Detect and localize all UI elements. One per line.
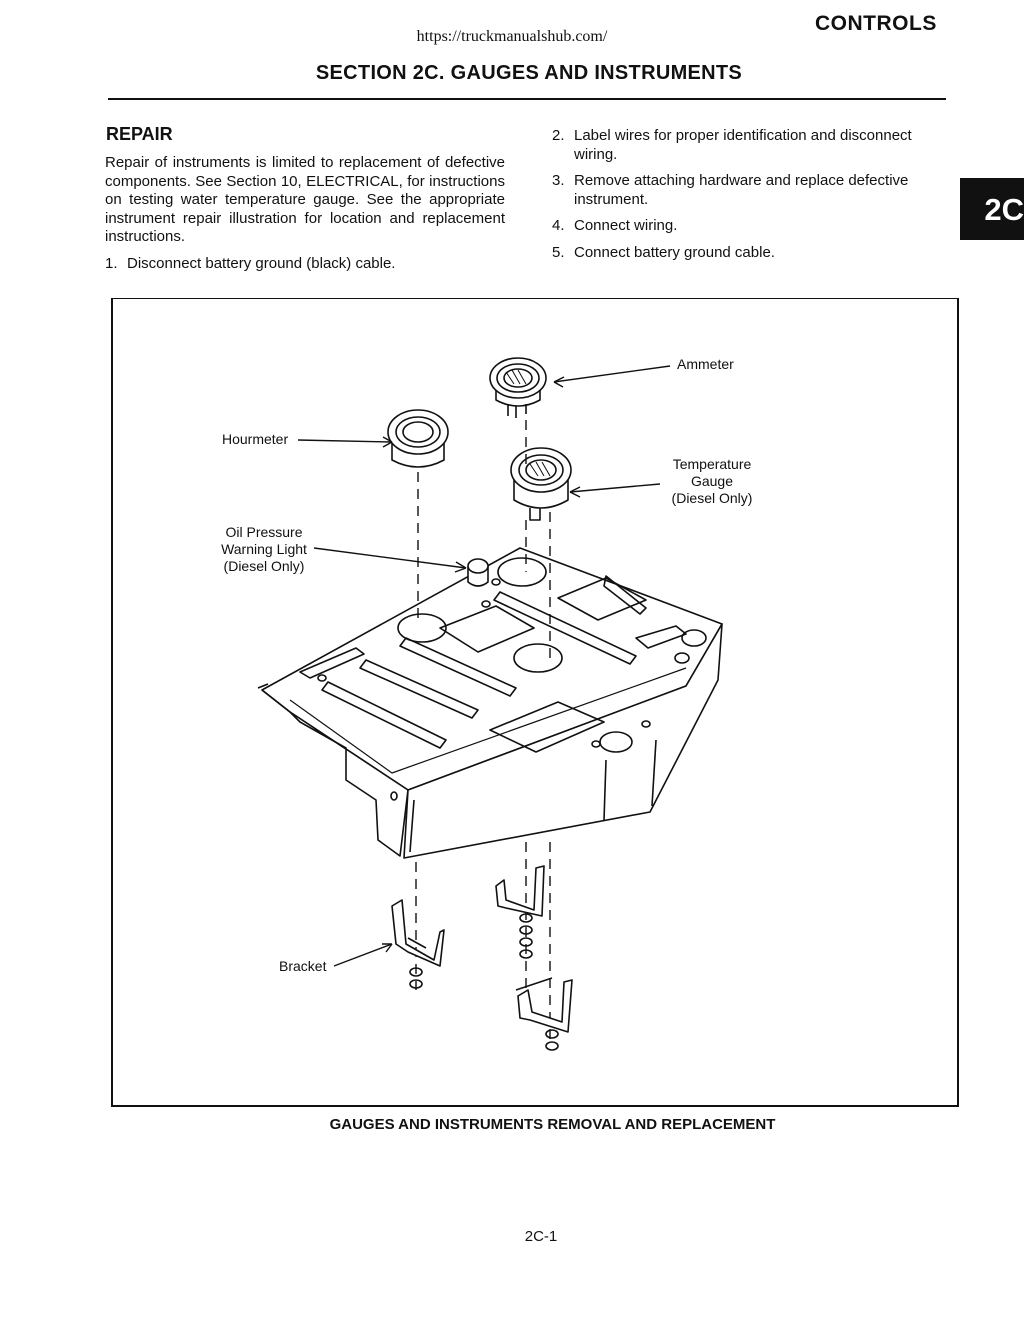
step-number: 5. xyxy=(552,244,565,261)
fastener-stack xyxy=(409,913,559,1051)
bracket-center xyxy=(495,865,545,917)
side-tab: 2C xyxy=(960,178,1024,240)
label-ammeter: Ammeter xyxy=(677,356,734,372)
label-bracket: Bracket xyxy=(279,958,327,974)
gauge-hole xyxy=(513,643,563,673)
step-number: 2. xyxy=(552,127,565,144)
panel-opening xyxy=(439,605,535,653)
step-5: 5. Connect battery ground cable. xyxy=(552,244,954,264)
panel-slot xyxy=(321,681,447,749)
label-temperature-gauge: Temperature Gauge (Diesel Only) xyxy=(662,456,762,507)
page-title: SECTION 2C. GAUGES AND INSTRUMENTS xyxy=(315,62,743,84)
figure-frame xyxy=(111,298,959,1107)
panel-slot xyxy=(493,591,637,665)
ammeter-gauge xyxy=(489,357,547,418)
temperature-gauge xyxy=(510,447,572,521)
label-line: Gauge xyxy=(690,473,734,489)
panel-opening xyxy=(299,647,365,679)
section-tag: CONTROLS xyxy=(815,12,937,35)
gauge-hole xyxy=(681,629,707,647)
panel-slot xyxy=(603,575,647,615)
step-2: 2. Label wires for proper identification… xyxy=(552,127,954,167)
label-line: Oil Pressure xyxy=(225,524,303,540)
bracket-left xyxy=(391,899,445,967)
label-line: Temperature xyxy=(672,456,752,472)
step-number: 3. xyxy=(552,172,565,189)
step-number: 4. xyxy=(552,217,565,234)
step-3: 3. Remove attaching hardware and replace… xyxy=(552,172,954,212)
panel-opening xyxy=(489,701,605,753)
page-number: 2C-1 xyxy=(524,1228,558,1245)
repair-intro: Repair of instruments is limited to repl… xyxy=(105,154,505,245)
label-line: (Diesel Only) xyxy=(671,490,753,506)
panel-opening xyxy=(557,577,647,621)
panel-slot xyxy=(359,659,479,719)
label-oil-pressure: Oil Pressure Warning Light (Diesel Only) xyxy=(212,524,316,575)
step-text: Connect battery ground cable. xyxy=(574,244,775,261)
leader-hourmeter xyxy=(297,439,393,443)
leader-temperature xyxy=(569,483,661,493)
leader-ammeter xyxy=(553,365,671,383)
leader-bracket xyxy=(333,943,393,967)
label-line: (Diesel Only) xyxy=(223,558,305,574)
title-rule xyxy=(108,98,946,100)
step-number: 1. xyxy=(105,255,118,272)
label-hourmeter: Hourmeter xyxy=(222,431,289,447)
step-text: Label wires for proper identification an… xyxy=(574,127,912,163)
step-1: 1. Disconnect battery ground (black) cab… xyxy=(105,255,515,275)
panel-right-face xyxy=(403,623,723,859)
repair-heading: REPAIR xyxy=(106,124,173,144)
label-line: Warning Light xyxy=(221,541,307,557)
panel-opening xyxy=(635,625,687,649)
side-tab-label: 2C xyxy=(984,192,1024,227)
panel-slot xyxy=(399,637,517,697)
gauge-hole xyxy=(397,613,447,643)
step-4: 4. Connect wiring. xyxy=(552,217,954,237)
bracket-lower xyxy=(515,977,573,1033)
leader-oil xyxy=(313,547,467,569)
step-text: Remove attaching hardware and replace de… xyxy=(574,172,909,208)
gauge-hole xyxy=(497,557,547,587)
figure-caption: GAUGES AND INSTRUMENTS REMOVAL AND REPLA… xyxy=(329,1116,776,1133)
oil-pressure-warning-light xyxy=(467,558,489,587)
step-text: Connect wiring. xyxy=(574,217,678,234)
step-text: Disconnect battery ground (black) cable. xyxy=(127,255,396,272)
panel-front-face xyxy=(289,711,409,857)
source-url: https://truckmanualshub.com/ xyxy=(416,28,608,45)
hourmeter-gauge xyxy=(387,409,449,468)
